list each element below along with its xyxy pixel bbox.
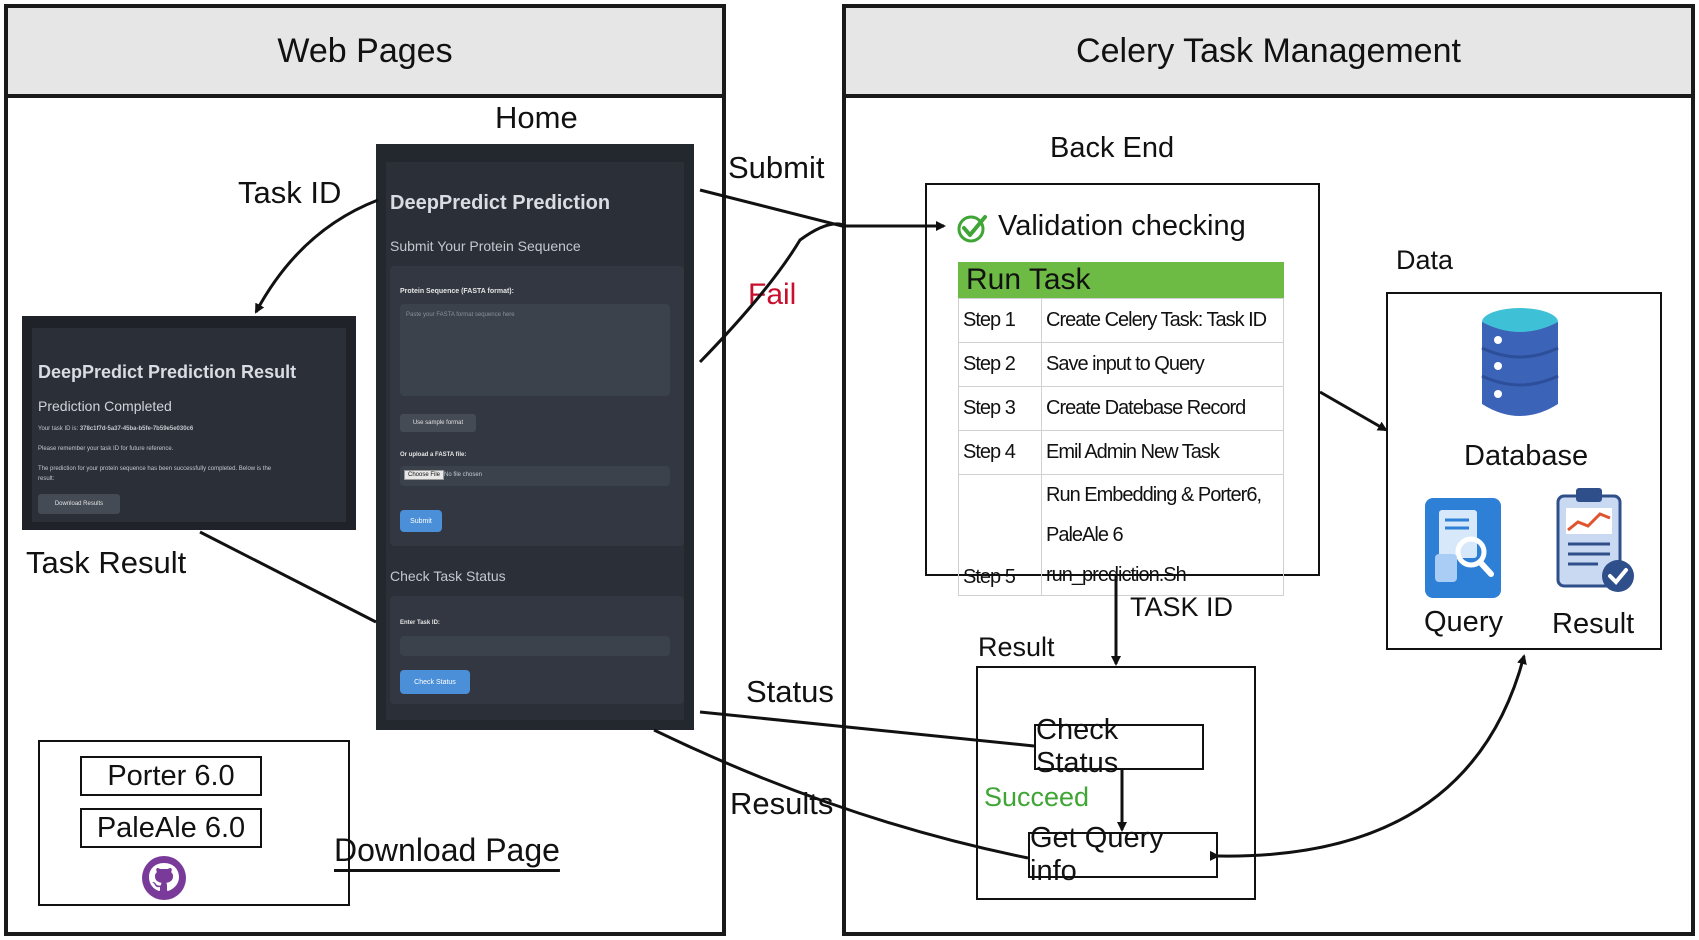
result-inner — [32, 328, 346, 522]
fail-label: Fail — [748, 278, 797, 311]
data-label: Data — [1396, 245, 1454, 275]
home-screenshot: DeepPredict Prediction Submit Your Prote… — [376, 144, 694, 730]
run-task-label: Run Task — [966, 263, 1091, 296]
step-desc: Save input to Query — [1041, 342, 1284, 387]
home-title: DeepPredict Prediction — [390, 192, 611, 214]
download-page-label: Download Page — [334, 832, 560, 868]
sequence-textarea[interactable] — [400, 304, 670, 396]
celery-header: Celery Task Management — [846, 8, 1691, 98]
fail-curve — [698, 222, 847, 364]
database-icon — [1478, 304, 1562, 424]
download-results-button[interactable]: Download Results — [38, 494, 120, 514]
home-label: Home — [495, 100, 578, 135]
task-result-line — [199, 530, 377, 624]
task-id-caps-label: TASK ID — [1130, 592, 1234, 622]
task-id-label: Task ID — [238, 175, 342, 210]
status-label: Status — [746, 674, 834, 709]
check-status-button[interactable]: Check Status — [400, 670, 470, 694]
step-desc: Create Datebase Record — [1041, 386, 1284, 431]
success-text-1: The prediction for your protein sequence… — [38, 466, 272, 472]
task-result-label: Task Result — [26, 545, 187, 580]
check-status-title: Check Task Status — [390, 568, 506, 584]
table-row: Step 1 Create Celery Task: Task ID — [958, 298, 1284, 343]
steps-table: Step 1 Create Celery Task: Task ID Step … — [958, 298, 1284, 596]
check-icon — [956, 212, 988, 244]
task-id-value: 378c1f7d-5a37-45ba-b5fe-7b59e5e030c6 — [79, 426, 194, 432]
check-status-box: Check Status — [1034, 714, 1204, 779]
github-icon[interactable] — [141, 855, 187, 901]
query-icon — [1423, 496, 1503, 600]
web-pages-header: Web Pages — [8, 8, 722, 98]
result-box-label: Result — [978, 632, 1055, 662]
result-report-icon — [1554, 486, 1638, 598]
table-row: Step 2 Save input to Query — [958, 342, 1284, 387]
choose-file-button[interactable]: Choose File — [404, 470, 445, 480]
step-desc-line-2: run_prediction.Sh — [1046, 564, 1187, 586]
back-end-label: Back End — [1050, 132, 1175, 164]
result-data-label: Result — [1552, 608, 1635, 640]
result-completed: Prediction Completed — [38, 398, 172, 414]
result-title: DeepPredict Prediction Result — [38, 362, 297, 382]
step-name: Step 1 — [958, 298, 1042, 343]
validation-label: Validation checking — [998, 210, 1246, 242]
celery-title: Celery Task Management — [1076, 31, 1461, 70]
step-name: Step 4 — [958, 430, 1042, 475]
remember-text: Please remember your task ID for future … — [38, 446, 174, 452]
step-desc: Create Celery Task: Task ID — [1041, 298, 1284, 343]
backend-data-arrow — [1319, 390, 1388, 432]
home-subtitle: Submit Your Protein Sequence — [390, 238, 581, 254]
table-row: Step 3 Create Datebase Record — [958, 386, 1284, 431]
database-label: Database — [1464, 440, 1589, 472]
step-name: Step 3 — [958, 386, 1042, 431]
step-desc: Run Embedding & Porter6, PaleAle 6 run_p… — [1041, 474, 1284, 596]
result-screenshot: DeepPredict Prediction Result Prediction… — [22, 316, 356, 530]
paleale-link[interactable]: PaleAle 6.0 — [80, 808, 262, 848]
table-row: Step 5 Run Embedding & Porter6, PaleAle … — [958, 474, 1284, 596]
succeed-label: Succeed — [984, 782, 1090, 812]
get-query-box: Get Query info — [1028, 822, 1218, 887]
seq-label: Protein Sequence (FASTA format): — [400, 288, 514, 295]
submit-button[interactable]: Submit — [400, 510, 442, 532]
results-line — [653, 728, 1029, 860]
query-label: Query — [1424, 606, 1503, 638]
table-row: Step 4 Emil Admin New Task — [958, 430, 1284, 475]
step-desc-line-1: Run Embedding & Porter6, PaleAle 6 — [1046, 484, 1262, 546]
status-line — [699, 710, 1035, 748]
no-file-text: No file chosen — [444, 472, 483, 478]
task-id-input[interactable] — [400, 636, 670, 656]
step-desc: Emil Admin New Task — [1041, 430, 1284, 475]
porter-link[interactable]: Porter 6.0 — [80, 756, 262, 796]
web-pages-title: Web Pages — [277, 31, 453, 70]
submit-arrow — [699, 188, 946, 231]
task-id-prefix: Your task ID is: — [38, 426, 79, 432]
submit-label: Submit — [728, 150, 825, 185]
run-task-header: Run Task — [958, 262, 1284, 298]
results-label: Results — [730, 786, 834, 821]
file-field — [400, 466, 670, 486]
data-query-arrow — [1209, 654, 1527, 861]
result-task-id-line: Your task ID is: 378c1f7d-5a37-45ba-b5fe… — [38, 426, 193, 432]
task-id-arrow — [254, 198, 379, 314]
success-text-2: result: — [38, 476, 55, 482]
task-id-input-label: Enter Task ID: — [400, 620, 440, 626]
upload-label: Or upload a FASTA file: — [400, 452, 467, 458]
step-name: Step 2 — [958, 342, 1042, 387]
sample-format-button[interactable]: Use sample format — [400, 414, 476, 432]
seq-placeholder: Paste your FASTA format sequence here — [406, 312, 515, 318]
